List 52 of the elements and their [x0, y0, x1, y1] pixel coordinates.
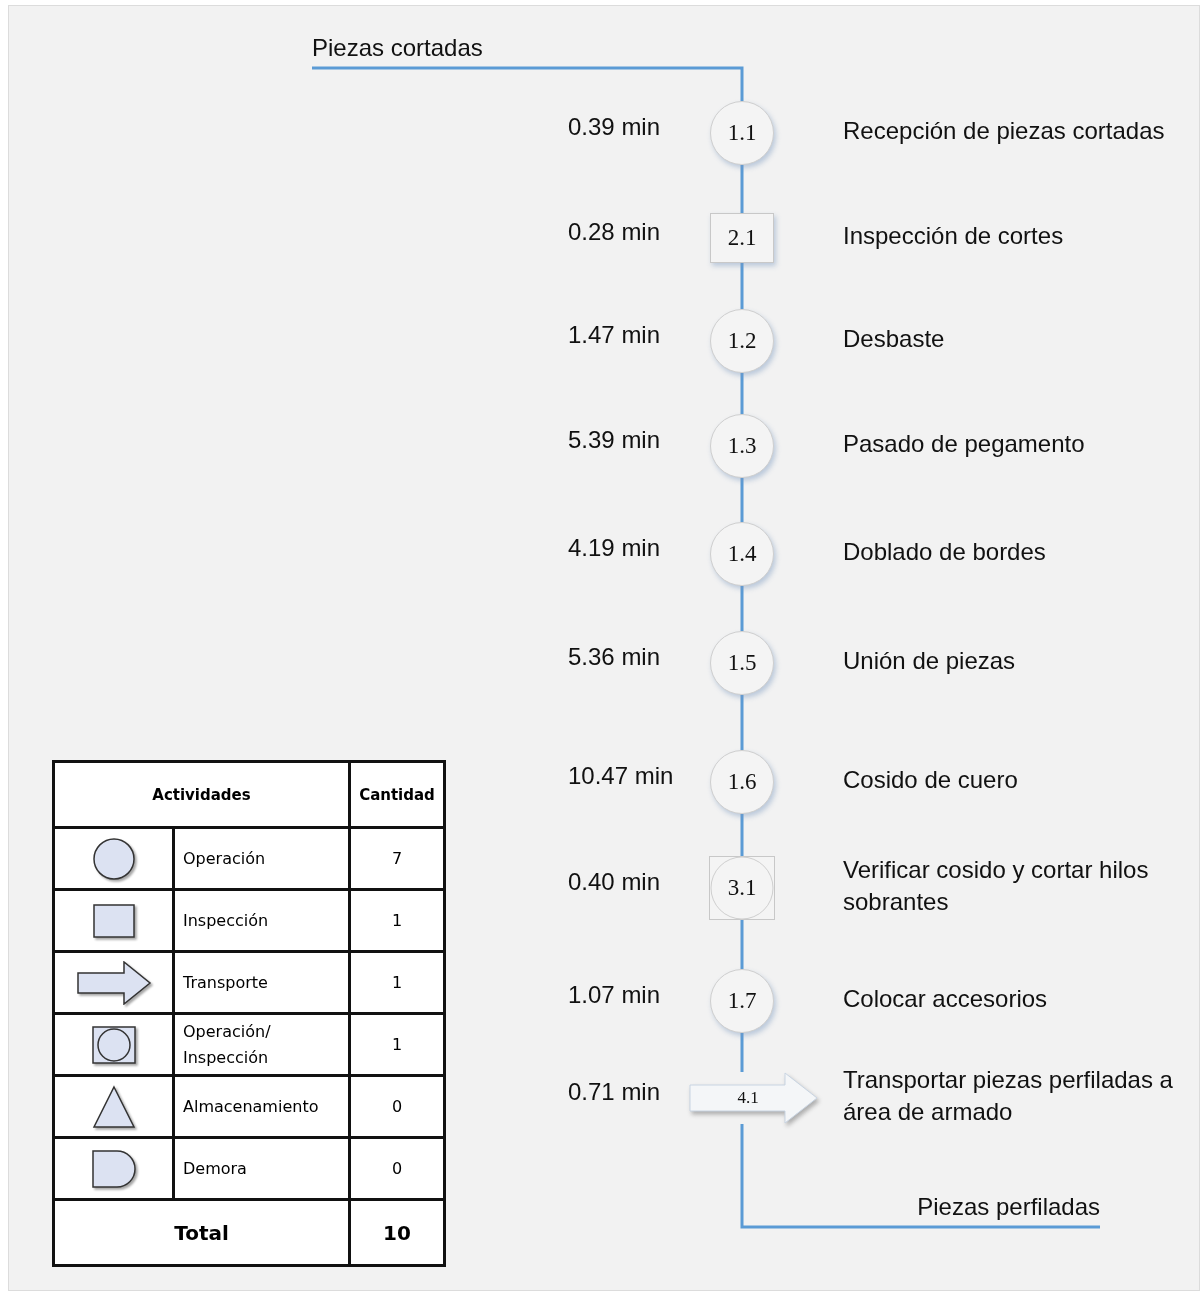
flow-line	[740, 586, 744, 631]
operation-inspection-symbol: 3.1	[709, 856, 775, 920]
duration-label: 0.71 min	[568, 1077, 661, 1107]
flow-line	[740, 1124, 1100, 1229]
step-description: Colocar accesorios	[843, 984, 1049, 1014]
step-description: Pasado de pegamento	[843, 429, 1086, 459]
duration-label: 0.28 min	[568, 217, 661, 247]
duration-label: 0.39 min	[568, 112, 661, 142]
quantity-cell: 7	[349, 827, 445, 890]
activity-cell: Almacenamiento	[173, 1075, 350, 1138]
duration-label: 5.36 min	[568, 642, 661, 672]
header-cell: Actividades	[53, 761, 350, 828]
flow-line	[312, 66, 744, 101]
step-description: Transportar piezas perfiladas a área de armado	[843, 1065, 1174, 1127]
total-cell: Total	[53, 1199, 350, 1266]
duration-label: 5.39 min	[568, 425, 661, 455]
activity-cell: Demora	[173, 1137, 350, 1200]
step-description: Desbaste	[843, 324, 946, 354]
duration-label: 4.19 min	[568, 533, 661, 563]
activity-cell: Inspección	[173, 889, 350, 952]
flow-endpoint-label: Piezas perfiladas	[917, 1191, 1100, 1223]
activity-cell: Operación/ Inspección	[173, 1013, 350, 1076]
activity-cell: Operación	[173, 827, 350, 890]
quantity-cell: 1	[349, 889, 445, 952]
step-description: Recepción de piezas cortadas	[843, 116, 1166, 146]
step-description: Inspección de cortes	[843, 221, 1065, 251]
quantity-cell: 0	[349, 1075, 445, 1138]
duration-label: 1.47 min	[568, 320, 661, 350]
flow-endpoint-label: Piezas cortadas	[312, 32, 483, 64]
step-description: Unión de piezas	[843, 646, 1017, 676]
flow-line	[740, 814, 744, 856]
duration-label: 10.47 min	[568, 761, 674, 791]
flow-line	[740, 478, 744, 522]
duration-label: 0.40 min	[568, 867, 661, 897]
transport-arrow: 4.1	[689, 1072, 819, 1124]
duration-label: 1.07 min	[568, 980, 661, 1010]
quantity-cell: 1	[349, 1013, 445, 1076]
flow-line	[740, 920, 744, 969]
quantity-cell: 1	[349, 951, 445, 1014]
step-description: Cosido de cuero	[843, 765, 1019, 795]
quantity-cell: 0	[349, 1137, 445, 1200]
step-description: Verificar cosido y cortar hilos sobrantes	[843, 855, 1150, 917]
flow-line	[740, 165, 744, 213]
flow-line	[740, 1033, 744, 1072]
step-description: Doblado de bordes	[843, 537, 1047, 567]
header-cell: Cantidad	[349, 761, 445, 828]
flow-line	[740, 695, 744, 750]
inspection-square: 2.1	[710, 213, 774, 263]
flow-line	[740, 263, 744, 309]
total-quantity-cell: 10	[349, 1199, 445, 1266]
flow-line	[740, 373, 744, 414]
activity-cell: Transporte	[173, 951, 350, 1014]
